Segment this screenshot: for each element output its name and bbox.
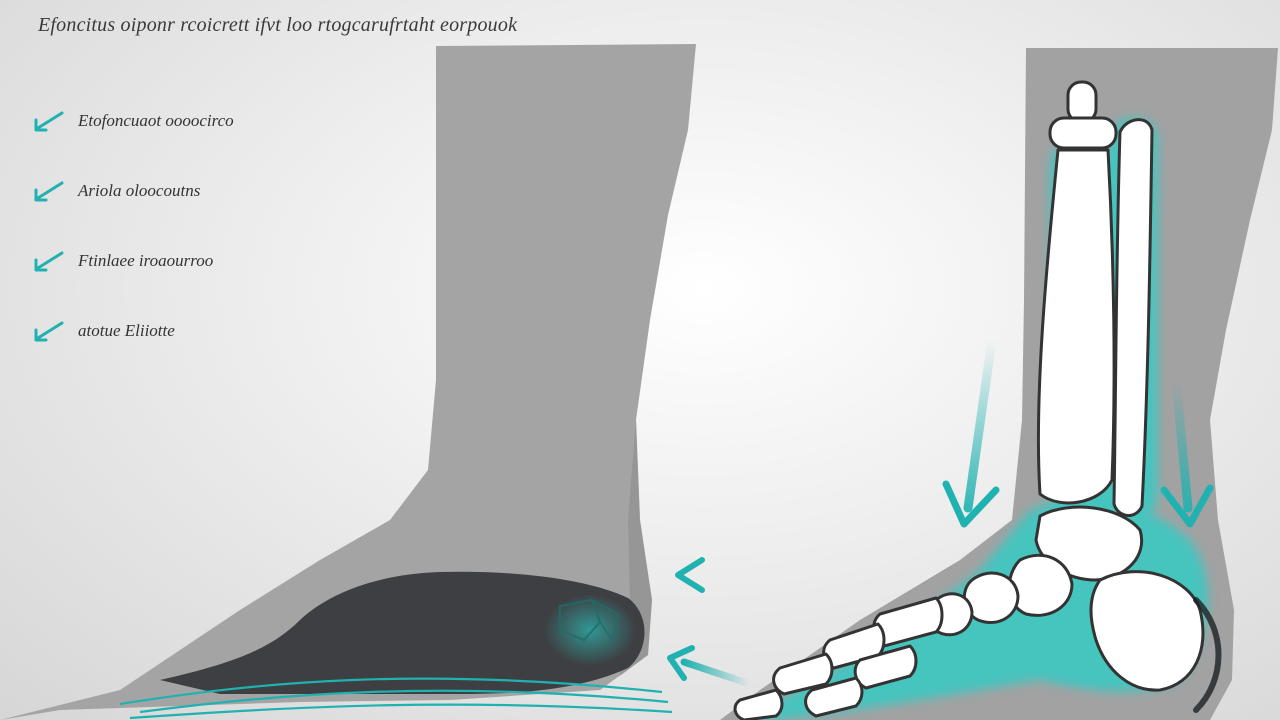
- legend-item: Etofoncuaot oooocirco: [32, 86, 332, 156]
- force-arrow-down-right: [1160, 375, 1214, 528]
- legend: Etofoncuaot oooocirco Ariola oloocoutns …: [32, 86, 332, 366]
- legend-label: Ariola oloocoutns: [78, 181, 201, 200]
- support-lines: [119, 677, 673, 720]
- force-arrow-down-left: [942, 335, 1000, 528]
- insole: [160, 571, 645, 694]
- legend-label: Ftinlaee iroaourroo: [78, 251, 214, 270]
- legend-label: atotue Eliiotte: [78, 321, 175, 340]
- fibula: [1112, 118, 1154, 517]
- foot-bones: [733, 505, 1205, 720]
- legend-item: atotue Eliiotte: [32, 296, 332, 366]
- left-leg-silhouette: [0, 44, 696, 720]
- legend-label: Etofoncuaot oooocirco: [78, 111, 234, 130]
- legend-item: Ftinlaee iroaourroo: [32, 226, 332, 296]
- heel-shadow: [1193, 597, 1222, 713]
- pressure-arrow-lower: [667, 645, 754, 688]
- legend-item: Ariola oloocoutns: [32, 156, 332, 226]
- pressure-arrow-upper: [675, 557, 772, 593]
- teal-arrow-icon: [34, 251, 64, 272]
- teal-arrow-icon: [34, 181, 64, 202]
- diagram-title: Efoncitus oiponr rcoicrett ifvt loo rtog…: [38, 14, 518, 36]
- tibia: [1036, 80, 1118, 505]
- teal-arrow-icon: [34, 111, 64, 132]
- teal-arrow-icon: [34, 321, 64, 342]
